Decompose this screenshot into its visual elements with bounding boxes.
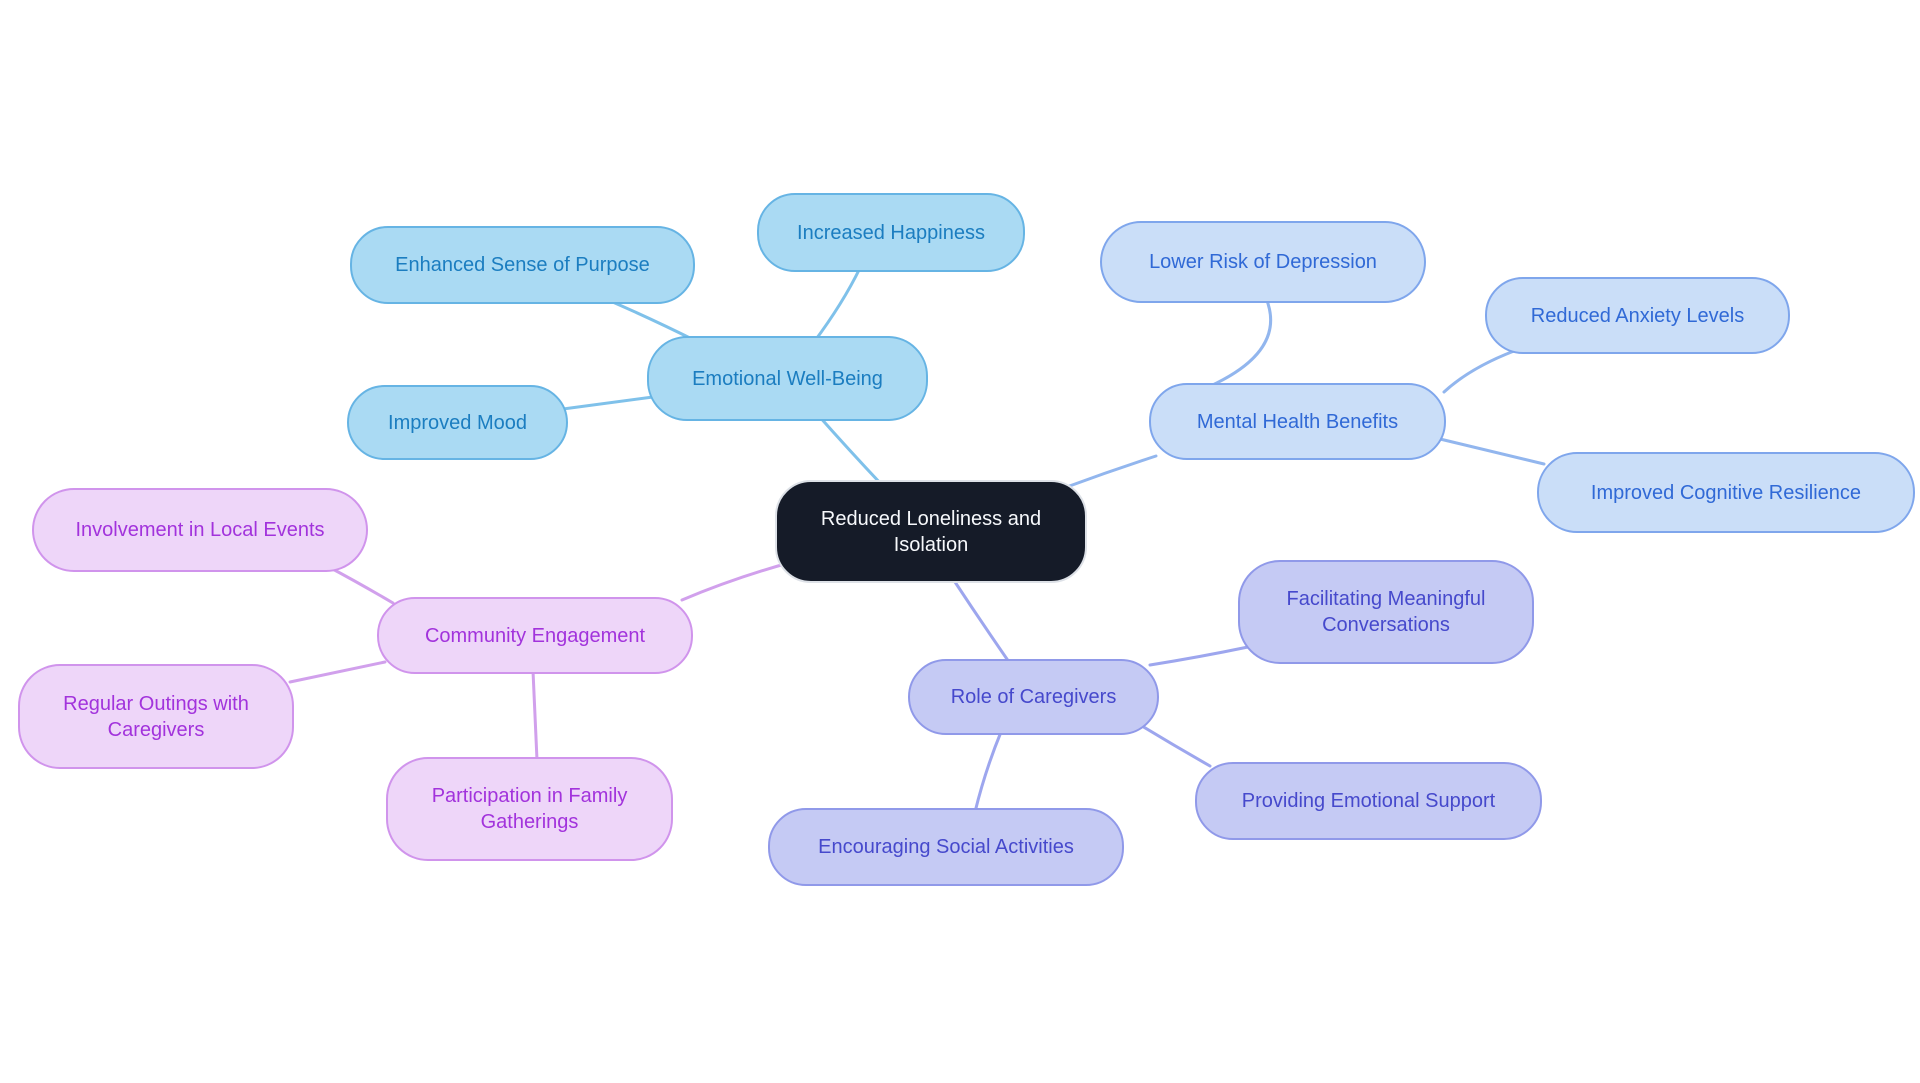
node-label: Improved Mood	[388, 411, 527, 434]
node-label: Community Engagement	[424, 624, 646, 647]
edge-lower-risk-of-depression	[1204, 296, 1272, 390]
node-label: Facilitating Meaningful Conversations	[1286, 588, 1486, 636]
node-label: Reduced Anxiety Levels	[1530, 304, 1745, 327]
edge-participation-in-family-gatherings	[531, 669, 539, 762]
mindmap-node-enhanced-sense-of-purpose[interactable]: Enhanced Sense of Purpose	[350, 226, 695, 304]
mindmap-node-lower-risk-of-depression[interactable]: Lower Risk of Depression	[1100, 221, 1426, 303]
node-label: Providing Emotional Support	[1241, 790, 1496, 812]
mindmap-node-emotional-well-being[interactable]: Emotional Well-Being	[647, 336, 928, 421]
mindmap-node-regular-outings-with-caregivers[interactable]: Regular Outings with Caregivers	[18, 664, 294, 769]
edge-community-engagement-root	[680, 560, 794, 602]
node-label: Lower Risk of Depression	[1149, 251, 1377, 273]
mindmap-node-improved-cognitive-resilience[interactable]: Improved Cognitive Resilience	[1537, 452, 1915, 533]
edge-improved-cognitive-resilience	[1438, 437, 1546, 466]
edge-providing-emotional-support	[1140, 724, 1212, 768]
edge-reduced-anxiety-levels	[1442, 349, 1516, 394]
mindmap-node-encouraging-social-activities[interactable]: Encouraging Social Activities	[768, 808, 1124, 886]
edge-improved-mood	[561, 395, 655, 411]
node-label: Encouraging Social Activities	[818, 836, 1074, 858]
edge-involvement-in-local-events	[325, 564, 395, 605]
edge-mental-health-benefits-root	[1062, 454, 1158, 490]
mindmap-node-providing-emotional-support[interactable]: Providing Emotional Support	[1195, 762, 1542, 840]
edge-regular-outings-with-caregivers	[288, 660, 387, 684]
mindmap-node-root[interactable]: Reduced Loneliness and Isolation	[775, 480, 1087, 583]
node-label: Involvement in Local Events	[75, 519, 325, 541]
mindmap-node-improved-mood[interactable]: Improved Mood	[347, 385, 568, 460]
node-label: Participation in Family Gatherings	[431, 785, 628, 833]
edge-emotional-well-being-root	[816, 413, 884, 487]
mindmap-node-reduced-anxiety-levels[interactable]: Reduced Anxiety Levels	[1485, 277, 1790, 354]
mindmap-node-mental-health-benefits[interactable]: Mental Health Benefits	[1149, 383, 1446, 460]
mindmap-node-participation-in-family-gatherings[interactable]: Participation in Family Gatherings	[386, 757, 673, 861]
mindmap-node-involvement-in-local-events[interactable]: Involvement in Local Events	[32, 488, 368, 572]
edge-increased-happiness	[812, 266, 862, 344]
node-label: Improved Cognitive Resilience	[1590, 481, 1862, 504]
mindmap-node-facilitating-meaningful-conversations[interactable]: Facilitating Meaningful Conversations	[1238, 560, 1534, 664]
node-label: Enhanced Sense of Purpose	[395, 254, 650, 276]
node-label: Emotional Well-Being	[692, 367, 883, 390]
node-label: Increased Happiness	[797, 221, 985, 244]
mindmap-node-increased-happiness[interactable]: Increased Happiness	[757, 193, 1025, 272]
edge-role-of-caregivers-root	[951, 577, 1011, 664]
mindmap-node-role-of-caregivers[interactable]: Role of Caregivers	[908, 659, 1159, 735]
node-label: Regular Outings with Caregivers	[63, 692, 249, 741]
root-label: Reduced Loneliness and Isolation	[820, 507, 1042, 556]
node-label: Role of Caregivers	[950, 686, 1117, 708]
node-label: Mental Health Benefits	[1196, 410, 1399, 433]
edge-encouraging-social-activities	[973, 730, 1003, 814]
edge-facilitating-meaningful-conversations	[1148, 645, 1250, 667]
mindmap-node-community-engagement[interactable]: Community Engagement	[377, 597, 693, 674]
